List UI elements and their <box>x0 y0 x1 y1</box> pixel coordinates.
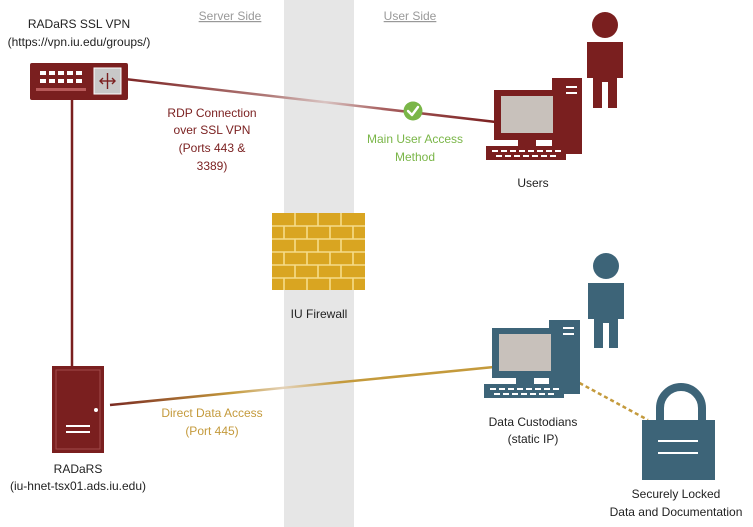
svg-text:(Ports 443 &: (Ports 443 & <box>179 141 246 155</box>
vpn-url-label: (https://vpn.iu.edu/groups/) <box>8 35 151 49</box>
svg-text:Method: Method <box>395 150 435 164</box>
user-person-icon <box>587 12 623 108</box>
radars-host-label: (iu-hnet-tsx01.ads.iu.edu) <box>10 479 146 493</box>
user-side-header: User Side <box>384 9 437 23</box>
rdp-connection-line <box>115 76 497 124</box>
vpn-appliance-icon <box>30 63 128 100</box>
svg-text:Data Custodians: Data Custodians <box>489 415 578 429</box>
firewall-label: IU Firewall <box>291 307 348 321</box>
svg-text:(static IP): (static IP) <box>508 432 559 446</box>
secure-data-label: Securely Locked Data and Documentation <box>610 487 743 519</box>
custodians-label: Data Custodians (static IP) <box>489 415 578 446</box>
server-side-header: Server Side <box>199 9 262 23</box>
svg-text:(Port 445): (Port 445) <box>185 424 238 438</box>
svg-text:Direct Data Access: Direct Data Access <box>161 406 262 420</box>
svg-text:Data and Documentation: Data and Documentation <box>610 505 743 519</box>
svg-text:over SSL VPN: over SSL VPN <box>174 123 251 137</box>
svg-text:Securely Locked: Securely Locked <box>632 487 721 501</box>
direct-data-label: Direct Data Access (Port 445) <box>161 406 262 438</box>
padlock-icon <box>642 383 715 480</box>
checkmark-icon <box>403 101 423 121</box>
main-access-label: Main User Access Method <box>367 132 463 164</box>
vpn-name-label: RADaRS SSL VPN <box>28 17 130 31</box>
users-label: Users <box>517 176 548 190</box>
radars-name-label: RADaRS <box>54 462 103 476</box>
svg-text:RDP Connection: RDP Connection <box>167 106 256 120</box>
svg-text:3389): 3389) <box>197 159 228 173</box>
direct-data-line <box>109 365 495 407</box>
svg-text:Main User Access: Main User Access <box>367 132 463 146</box>
rdp-connection-label: RDP Connection over SSL VPN (Ports 443 &… <box>167 106 256 173</box>
firewall-icon <box>272 213 365 290</box>
custodian-computer-icon <box>484 320 580 398</box>
server-tower-icon <box>52 366 104 453</box>
custodian-person-icon <box>588 253 624 348</box>
users-computer-icon <box>486 78 582 160</box>
